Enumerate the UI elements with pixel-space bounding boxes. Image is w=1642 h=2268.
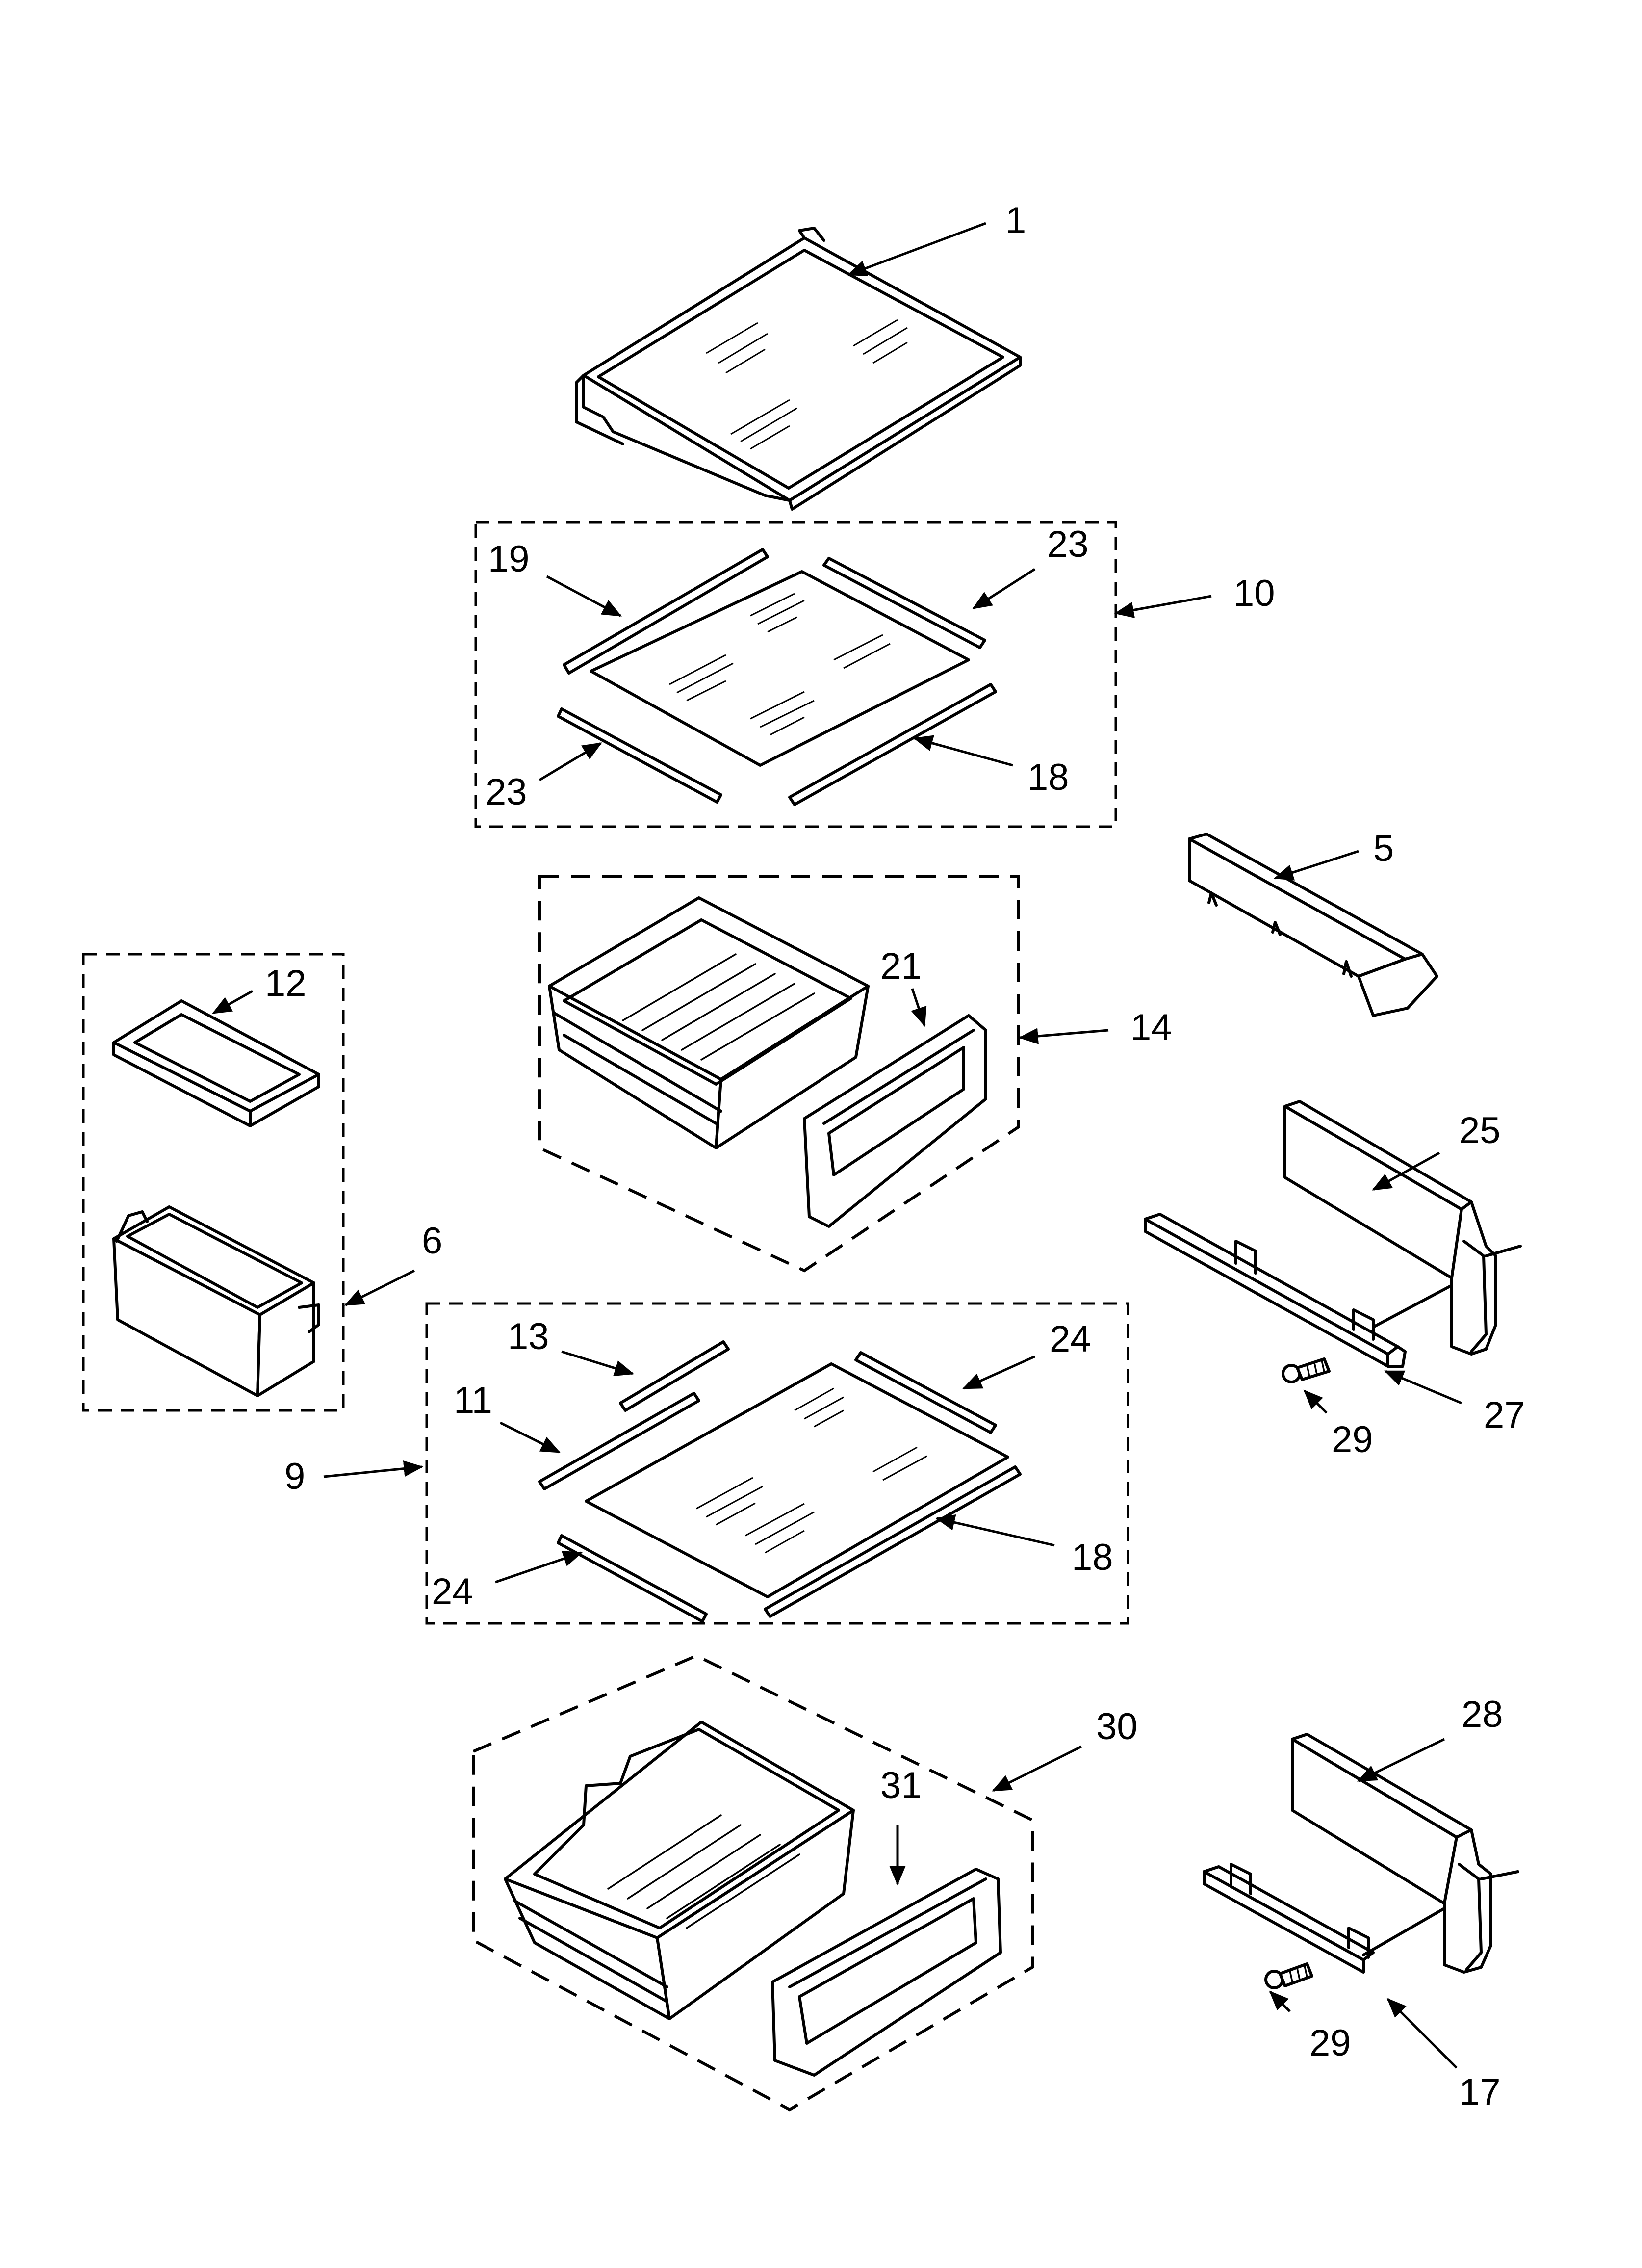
callout-10: 10 <box>1233 573 1275 614</box>
callout-19: 19 <box>488 538 530 580</box>
callout-17: 17 <box>1459 2071 1501 2113</box>
callout-18-lower: 18 <box>1072 1537 1113 1578</box>
callout-29-lower: 29 <box>1309 2022 1351 2064</box>
crisper-drawer-front-part[interactable] <box>803 1014 987 1228</box>
callout-24-left: 24 <box>432 1571 473 1613</box>
callout-21: 21 <box>880 945 922 987</box>
callout-6: 6 <box>422 1220 442 1262</box>
crisper-cover-support-part[interactable] <box>1188 833 1438 1017</box>
callout-14: 14 <box>1130 1007 1172 1048</box>
callout-12: 12 <box>265 963 307 1004</box>
callout-11: 11 <box>454 1380 492 1421</box>
meat-drawer-part[interactable] <box>504 1721 855 2020</box>
bin-lid-part[interactable] <box>112 999 320 1127</box>
callout-24-right: 24 <box>1050 1318 1091 1360</box>
slide-rail-cover-lower-part[interactable] <box>1291 1733 1519 1974</box>
shelf-assembly-top[interactable] <box>575 227 1022 511</box>
meat-drawer-front-part[interactable] <box>771 1868 1002 2077</box>
crisper-drawer-part[interactable] <box>548 896 870 1149</box>
meat-drawer-group-outline <box>472 1654 1034 2112</box>
shelf-kit-group-lower-box <box>425 1302 1129 1625</box>
callout-13: 13 <box>508 1316 549 1357</box>
slide-rail-lower-part[interactable] <box>1203 1863 1446 1974</box>
screw-lower-part[interactable] <box>1264 1962 1313 1989</box>
slide-rail-cover-part[interactable] <box>1283 1100 1522 1356</box>
callout-28: 28 <box>1462 1694 1503 1735</box>
callout-18-upper: 18 <box>1027 756 1069 798</box>
callout-23-upper-right: 23 <box>1047 523 1089 565</box>
shelf-kit-group-upper-box <box>474 521 1117 828</box>
callout-25: 25 <box>1459 1110 1501 1151</box>
shelf-trim-front-upper-part[interactable] <box>788 683 997 806</box>
callout-23-upper-left: 23 <box>486 771 527 813</box>
shelf-glass-lower[interactable] <box>585 1362 1009 1598</box>
shelf-trim-right-upper-part[interactable] <box>822 557 986 649</box>
callout-27: 27 <box>1484 1394 1525 1436</box>
slide-rail-part[interactable] <box>1144 1213 1453 1368</box>
leader-lines <box>212 222 1462 2069</box>
callout-29-upper: 29 <box>1332 1419 1373 1460</box>
shelf-trim-rear-short-part[interactable] <box>619 1340 730 1412</box>
shelf-trim-right-lower-part[interactable] <box>854 1351 997 1434</box>
callout-1: 1 <box>1005 200 1026 241</box>
shelf-trim-rear-long-part[interactable] <box>538 1392 700 1490</box>
shelf-trim-left-lower-part[interactable] <box>557 1534 708 1623</box>
callout-labels: 1 10 19 23 23 18 5 12 6 21 14 25 27 29 1… <box>265 200 1525 2113</box>
bin-part[interactable] <box>112 1205 320 1397</box>
callout-31: 31 <box>880 1765 922 1806</box>
callout-9: 9 <box>284 1456 305 1497</box>
callout-5: 5 <box>1373 828 1394 869</box>
shelf-trim-left-upper-part[interactable] <box>557 707 722 804</box>
bin-group-box <box>82 953 345 1412</box>
shelf-trim-front-lower-part[interactable] <box>764 1465 1022 1618</box>
glass-glare-1 <box>706 319 908 450</box>
screw-upper-part[interactable] <box>1282 1357 1331 1383</box>
shelf-trim-rear-upper-part[interactable] <box>563 548 769 675</box>
callout-30: 30 <box>1096 1706 1138 1747</box>
crisper-drawer-group-outline <box>538 875 1020 1273</box>
shelf-glass-upper[interactable] <box>590 570 970 767</box>
